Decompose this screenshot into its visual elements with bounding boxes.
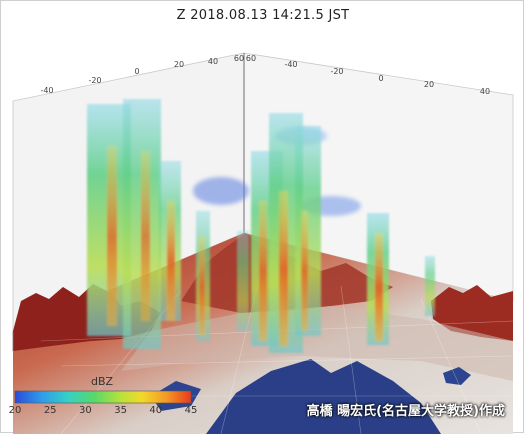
- echo-column-group-right: [367, 213, 435, 345]
- echo-column-group-left: [87, 99, 210, 349]
- figure-title: Z 2018.08.13 14:21.5 JST: [176, 8, 350, 23]
- credit-text: 高橋 暘宏氏(名古屋大学教授)作成: [306, 404, 505, 419]
- axis-tick-label: 60: [234, 54, 244, 63]
- echo-column-group-center: [237, 113, 321, 353]
- axis-tick-label: -40: [284, 60, 297, 69]
- axis-tick-label: -40: [40, 86, 53, 95]
- water-bay: [206, 359, 441, 434]
- colorbar-tick: 35: [114, 405, 127, 416]
- colorbar-tick: 45: [184, 405, 198, 416]
- colorbar-tick: 30: [79, 405, 92, 416]
- colorbar: [14, 390, 192, 404]
- axis-tick-label: 40: [480, 87, 490, 96]
- axis-tick-label: 40: [208, 57, 218, 66]
- colorbar-tick: 20: [8, 405, 22, 416]
- colorbar-tick: 25: [43, 405, 57, 416]
- terrain-shading: [121, 306, 513, 381]
- axis-tick-label: -20: [330, 67, 343, 76]
- axis-tick-label: 60: [246, 54, 256, 63]
- colorbar-tick: 40: [149, 405, 163, 416]
- axis-tick-label: -20: [88, 76, 101, 85]
- axis-tick-label: 0: [378, 74, 383, 83]
- water-small: [443, 367, 471, 385]
- axis-tick-label: 20: [174, 60, 184, 69]
- axis-tick-label: 0: [134, 67, 139, 76]
- axis-tick-label: 20: [424, 80, 434, 89]
- colorbar-label: dBZ: [91, 375, 114, 388]
